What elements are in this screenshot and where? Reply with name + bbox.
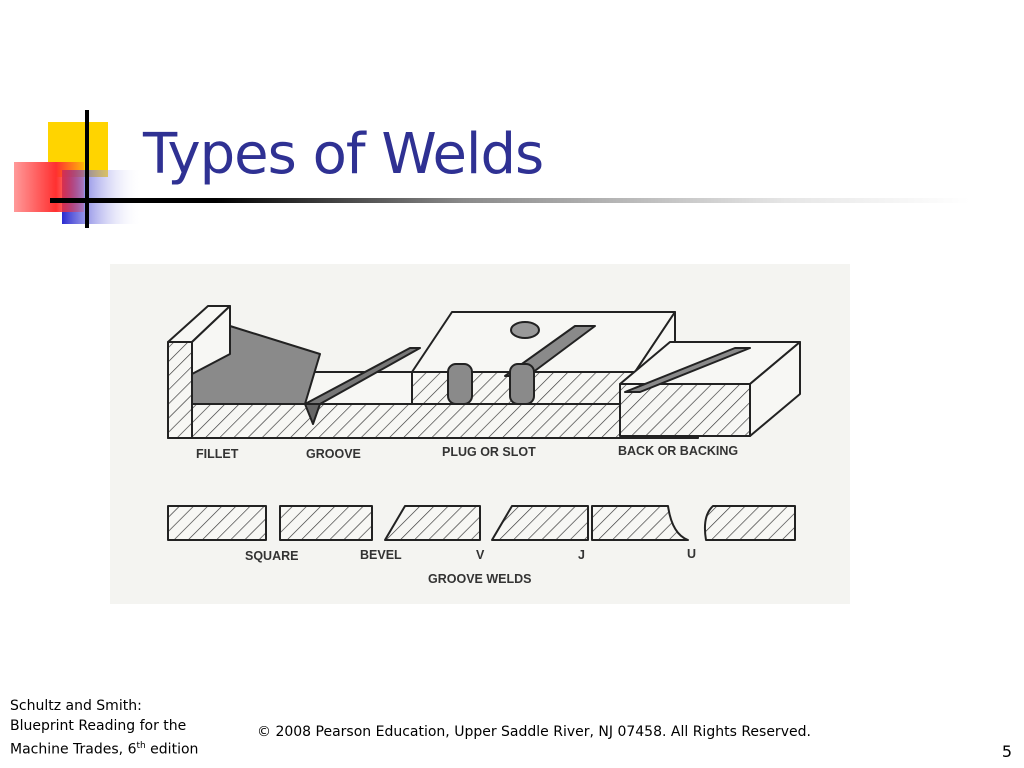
label-plug-or-slot: PLUG OR SLOT [442,445,536,459]
source-line-1: Schultz and Smith: [10,698,142,714]
source-line-3: Machine Trades, 6th edition [10,736,198,760]
label-v: V [476,548,485,562]
source-line-2: Blueprint Reading for the [10,718,187,734]
title-underline [50,198,970,203]
slide-title: Types of Welds [143,122,544,187]
label-bevel: BEVEL [360,548,402,562]
label-square: SQUARE [245,549,299,563]
source-line-3-suffix: edition [145,741,199,758]
page-number: 5 [1001,742,1012,761]
label-j: J [578,548,585,562]
weld-types-figure: FILLET GROOVE PLUG OR SLOT BACK OR BACKI… [110,264,850,604]
title-decoration [0,0,150,240]
source-citation: Schultz and Smith: Blueprint Reading for… [10,696,198,760]
copyright-notice: © 2008 Pearson Education, Upper Saddle R… [257,724,811,740]
label-back-or-backing: BACK OR BACKING [618,444,739,458]
source-line-3-prefix: Machine Trades, 6 [10,741,137,758]
label-fillet: FILLET [196,447,239,461]
source-line-3-sup: th [136,741,146,751]
label-groove-welds-caption: GROOVE WELDS [428,572,532,586]
weld-drawing [167,305,801,541]
label-u: U [687,547,697,561]
label-groove: GROOVE [306,447,361,461]
